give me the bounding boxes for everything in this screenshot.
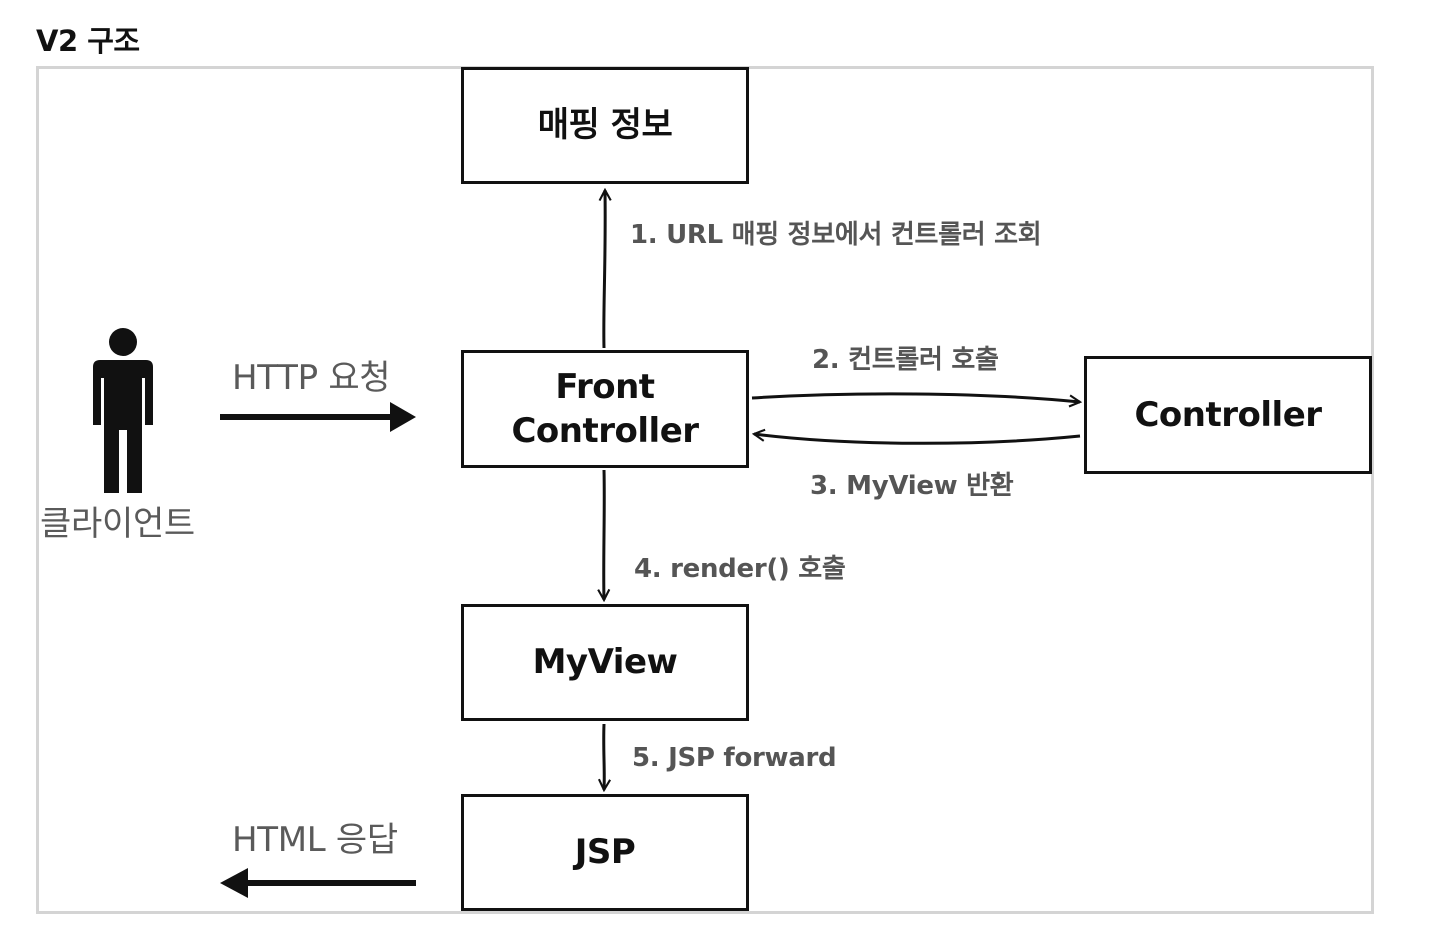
front-controller-box: Front Controller <box>461 350 749 468</box>
page-title: V2 구조 <box>36 24 140 58</box>
step4-label: 4. render() 호출 <box>634 554 846 584</box>
arrow-step5 <box>604 723 605 790</box>
arrow-step3 <box>754 434 1081 445</box>
http-request-arrow <box>220 402 416 432</box>
step3-label: 3. MyView 반환 <box>810 471 1014 501</box>
mapping-info-label: 매핑 정보 <box>537 105 673 146</box>
jsp-label: JSP <box>574 832 636 873</box>
controller-label: Controller <box>1134 394 1322 435</box>
client-person-icon <box>93 328 153 493</box>
arrow-step2 <box>751 392 1080 402</box>
html-response-label: HTML 응답 <box>232 820 398 860</box>
step1-label: 1. URL 매핑 정보에서 컨트롤러 조회 <box>630 220 1042 250</box>
diagram-frame <box>36 66 1374 914</box>
myview-label: MyView <box>532 642 678 683</box>
myview-box: MyView <box>461 604 749 721</box>
jsp-box: JSP <box>461 794 749 911</box>
front-controller-label: Front Controller <box>511 366 699 451</box>
mapping-info-box: 매핑 정보 <box>461 67 749 184</box>
step5-label: 5. JSP forward <box>632 743 837 773</box>
http-request-label: HTTP 요청 <box>232 358 391 398</box>
arrow-step4 <box>604 469 605 600</box>
client-label: 클라이언트 <box>40 504 195 544</box>
controller-box: Controller <box>1084 356 1372 474</box>
step2-label: 2. 컨트롤러 호출 <box>812 345 999 375</box>
html-response-arrow <box>220 868 416 898</box>
arrow-step1 <box>604 190 605 349</box>
